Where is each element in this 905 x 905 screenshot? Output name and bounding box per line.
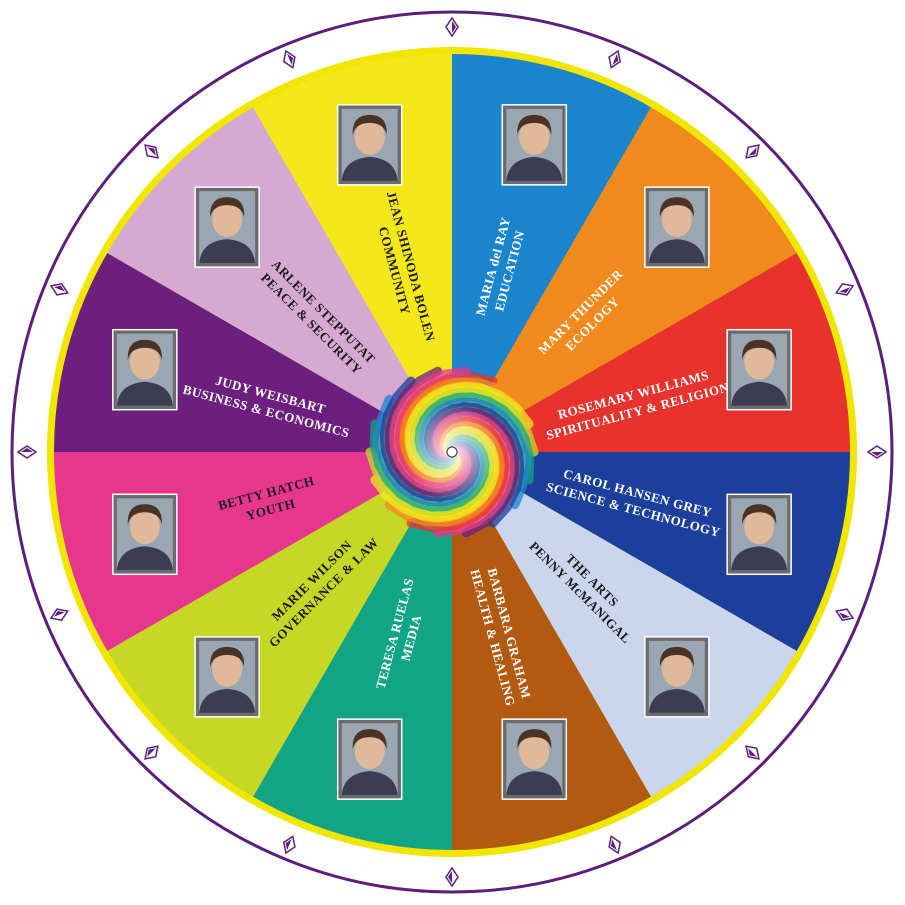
wheel-segment — [489, 489, 797, 797]
diamond-marker-icon — [835, 282, 855, 296]
direction-markers — [16, 16, 888, 888]
portrait-photo-icon — [194, 636, 260, 718]
portrait-photo-icon — [644, 636, 710, 718]
portrait-photo-icon — [194, 186, 260, 268]
diamond-marker-icon — [445, 866, 459, 888]
wheel-segment — [107, 107, 415, 415]
portrait-photo-icon — [726, 328, 792, 411]
portrait-photo-icon — [336, 104, 403, 186]
portrait-photo-icon — [112, 493, 178, 576]
portrait-photo-icon — [501, 104, 568, 186]
diamond-marker-icon — [49, 608, 69, 622]
diamond-marker-icon — [745, 745, 760, 760]
diamond-marker-icon — [835, 608, 855, 622]
diamond-marker-icon — [445, 16, 459, 38]
diamond-marker-icon — [16, 445, 38, 459]
diamond-marker-icon — [608, 49, 622, 69]
wheel-segments — [54, 54, 850, 850]
wheel-segment — [107, 489, 415, 797]
portrait-photos — [112, 104, 792, 800]
diamond-marker-icon — [282, 835, 296, 855]
diamond-marker-icon — [608, 835, 622, 855]
rainbow-swirl-icon — [365, 366, 539, 538]
portrait-photo-icon — [726, 493, 792, 576]
diamond-marker-icon — [745, 144, 760, 159]
wheel-segment — [489, 107, 797, 415]
diamond-marker-icon — [49, 282, 69, 296]
diamond-marker-icon — [144, 745, 159, 760]
portrait-photo-icon — [501, 718, 568, 800]
portrait-photo-icon — [336, 718, 403, 800]
diamond-marker-icon — [144, 144, 159, 159]
diamond-marker-icon — [282, 49, 296, 69]
portrait-photo-icon — [112, 328, 178, 411]
portrait-photo-icon — [644, 186, 710, 268]
diamond-marker-icon — [866, 445, 888, 459]
